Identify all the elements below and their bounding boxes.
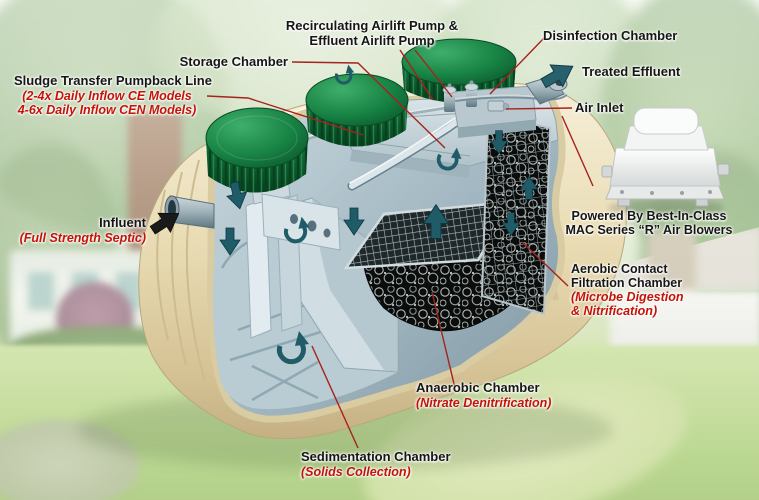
leader-effluent-pump <box>414 49 453 98</box>
label-line: Powered By Best-In-Class <box>571 209 727 223</box>
leader-lines <box>206 36 594 449</box>
leader-disinfection <box>489 36 546 95</box>
label-line: Anaerobic Chamber <box>416 380 540 395</box>
label-treated-effluent: Treated Effluent <box>582 64 681 79</box>
leader-sludge <box>206 95 364 136</box>
label-line: (Microbe Digestion <box>571 290 684 304</box>
access-lid-middle <box>305 73 409 147</box>
label-line: Recirculating Airlift Pump & <box>285 18 459 33</box>
access-lid-left <box>205 107 309 193</box>
leader-storage <box>291 61 446 149</box>
leader-anaerobic <box>431 291 456 389</box>
label-line: Sludge Transfer Pumpback Line <box>14 73 212 88</box>
label-line: Influent <box>99 215 146 230</box>
label-anaerobic-chamber: Anaerobic Chamber (Nitrate Denitrificati… <box>416 380 552 410</box>
label-air-blower: Powered By Best-In-Class MAC Series “R” … <box>565 209 733 237</box>
label-sludge-pumpback: Sludge Transfer Pumpback Line (2-4x Dail… <box>14 73 212 117</box>
leader-sedimentation <box>311 345 359 449</box>
label-line: Filtration Chamber <box>571 276 683 290</box>
leader-recirc-pump <box>399 49 434 101</box>
leader-aerobic <box>521 241 569 287</box>
disinfection-housing <box>451 85 537 138</box>
label-recirculating-airlift-pump: Recirculating Airlift Pump & Effluent Ai… <box>232 18 512 48</box>
aerobic-filtration-column <box>480 112 552 316</box>
label-disinfection-chamber: Disinfection Chamber <box>543 28 678 43</box>
label-line: Effluent Airlift Pump <box>309 32 435 48</box>
blower-cap <box>633 107 699 135</box>
label-sedimentation-chamber: Sedimentation Chamber (Solids Collection… <box>301 449 451 479</box>
label-line: & Nitrification) <box>571 304 658 318</box>
air-blower-unit <box>601 107 730 217</box>
label-storage-chamber: Storage Chamber <box>179 54 288 69</box>
label-influent: Influent (Full Strength Septic) <box>4 215 146 245</box>
label-line: Sedimentation Chamber <box>301 449 451 464</box>
leader-air-inlet <box>505 107 573 110</box>
blower-body <box>609 147 721 187</box>
label-air-inlet: Air Inlet <box>575 100 624 115</box>
leader-blower <box>561 115 594 187</box>
label-line: (2-4x Daily Inflow CE Models <box>22 88 192 103</box>
label-aerobic-chamber: Aerobic Contact Filtration Chamber (Micr… <box>571 262 684 318</box>
grid-platform <box>343 200 515 270</box>
label-line: (Full Strength Septic) <box>19 230 146 245</box>
label-line: MAC Series “R” Air Blowers <box>565 223 733 237</box>
label-line: (Nitrate Denitrification) <box>416 395 552 410</box>
label-line: Aerobic Contact <box>571 262 668 276</box>
label-line: (Solids Collection) <box>301 464 411 479</box>
label-line: 4-6x Daily Inflow CEN Models) <box>17 102 197 117</box>
